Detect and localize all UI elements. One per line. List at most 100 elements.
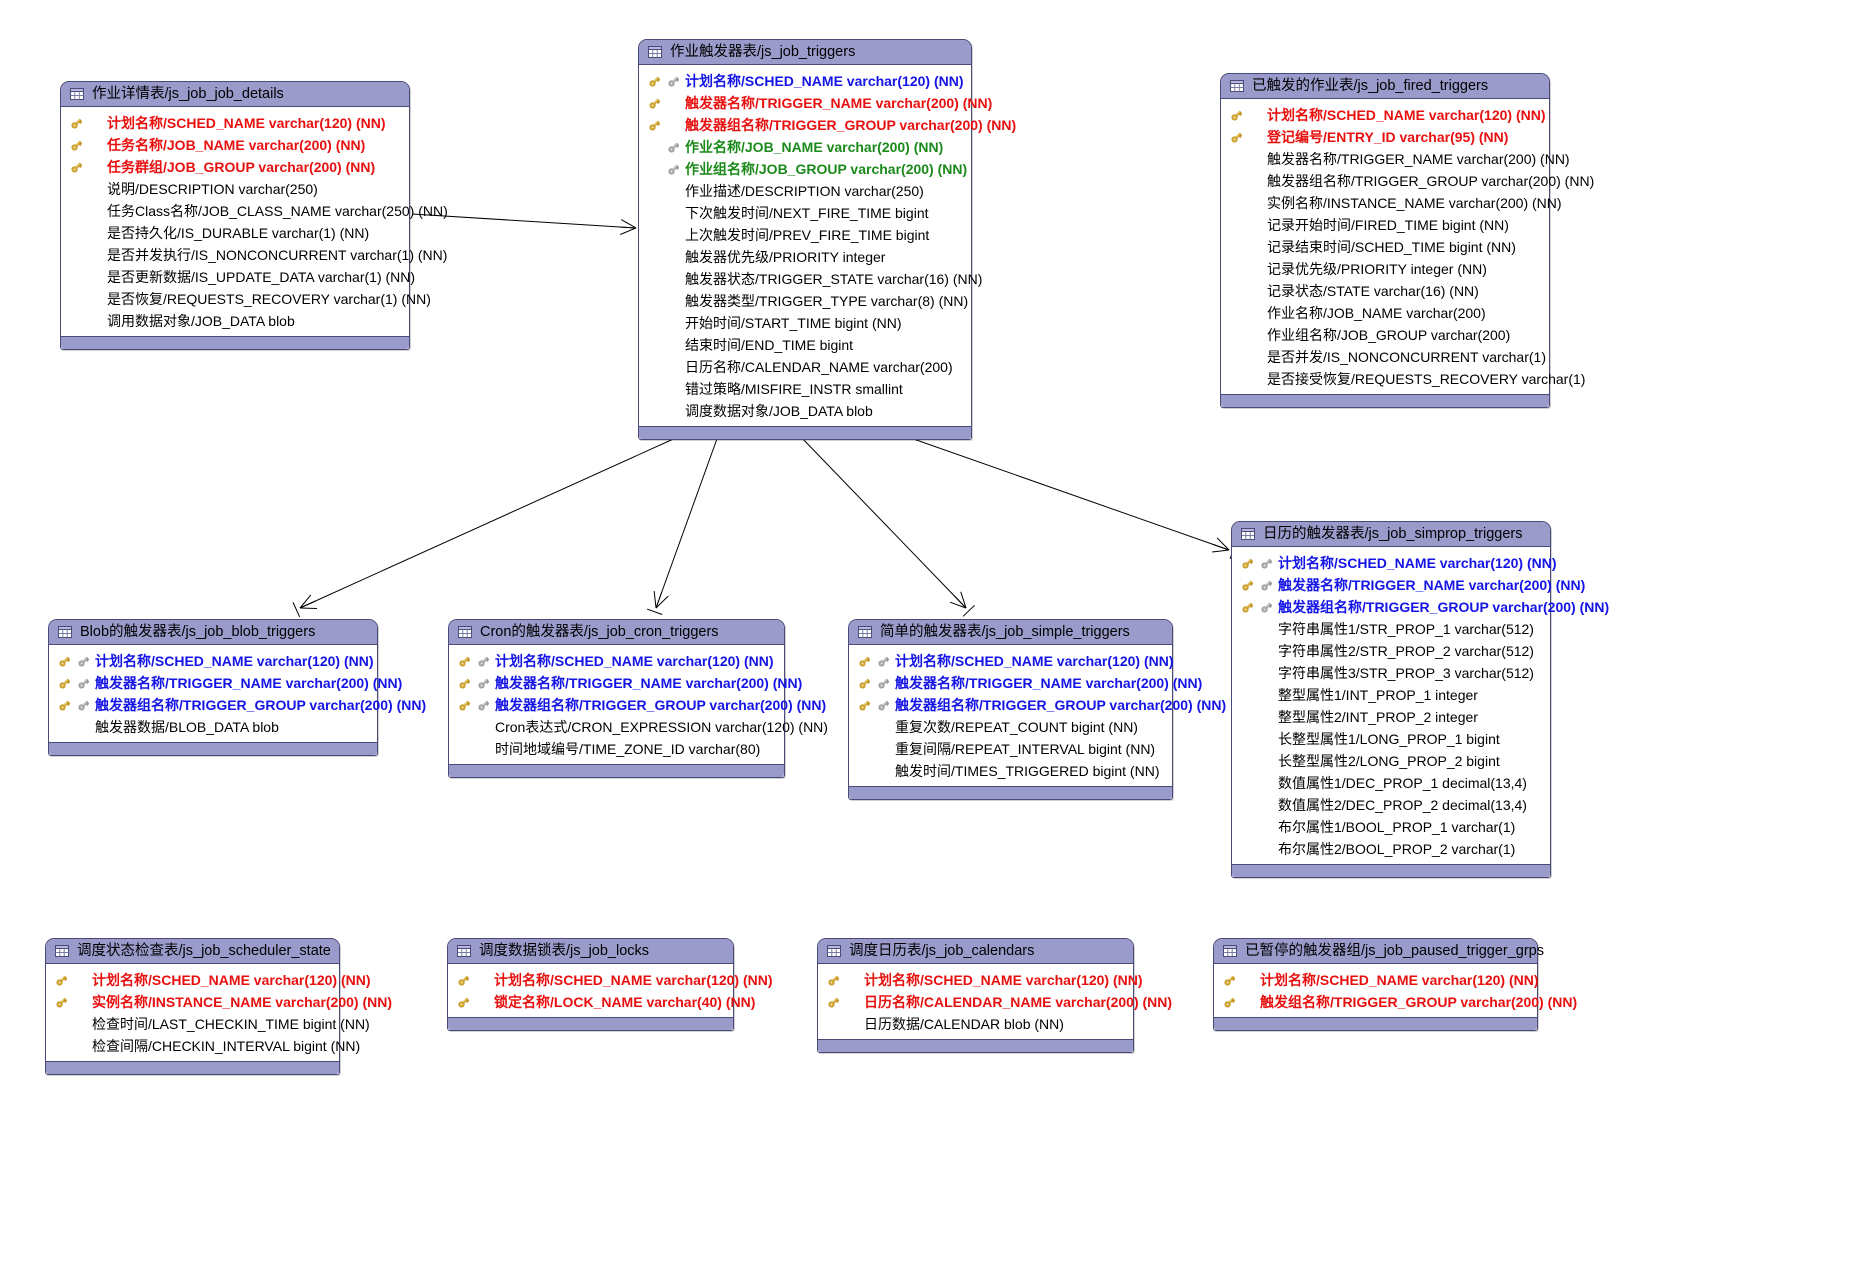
entity-header-locks[interactable]: 调度数据锁表/js_job_locks <box>448 939 733 964</box>
entity-header-scheduler_state[interactable]: 调度状态检查表/js_job_scheduler_state <box>46 939 339 964</box>
field-row[interactable]: 计划名称/SCHED_NAME varchar(120) (NN) <box>454 969 773 991</box>
field-row[interactable]: 触发器组名称/TRIGGER_GROUP varchar(200) (NN) <box>645 114 1016 136</box>
field-row[interactable]: 日历数据/CALENDAR blob (NN) <box>824 1013 1125 1035</box>
field-row[interactable]: 是否更新数据/IS_UPDATE_DATA varchar(1) (NN) <box>67 266 415 288</box>
field-row[interactable]: 作业描述/DESCRIPTION varchar(250) <box>645 180 963 202</box>
entity-header-cron_triggers[interactable]: Cron的触发器表/js_job_cron_triggers <box>449 620 784 645</box>
field-row[interactable]: 上次触发时间/PREV_FIRE_TIME bigint <box>645 224 963 246</box>
field-row[interactable]: 触发器名称/TRIGGER_NAME varchar(200) (NN) <box>55 672 402 694</box>
field-row[interactable]: 作业组名称/JOB_GROUP varchar(200) (NN) <box>645 158 967 180</box>
field-row[interactable]: 布尔属性1/BOOL_PROP_1 varchar(1) <box>1238 816 1542 838</box>
field-row[interactable]: 触发器组名称/TRIGGER_GROUP varchar(200) (NN) <box>55 694 426 716</box>
field-row[interactable]: 结束时间/END_TIME bigint <box>645 334 963 356</box>
entity-locks[interactable]: 调度数据锁表/js_job_locks 计划名称/SCHED_NAME varch… <box>447 938 773 1031</box>
field-row[interactable]: 日历名称/CALENDAR_NAME varchar(200) <box>645 356 963 378</box>
entity-simprop_triggers[interactable]: 日历的触发器表/js_job_simprop_triggers 计划名称/SCHE… <box>1231 521 1609 878</box>
field-row[interactable]: 计划名称/SCHED_NAME varchar(120) (NN) <box>855 650 1174 672</box>
field-row[interactable]: 开始时间/START_TIME bigint (NN) <box>645 312 963 334</box>
entity-job_triggers[interactable]: 作业触发器表/js_job_triggers 计划名称/SCHED_NAME va… <box>638 39 1016 440</box>
field-row[interactable]: 计划名称/SCHED_NAME varchar(120) (NN) <box>55 650 374 672</box>
field-row[interactable]: 计划名称/SCHED_NAME varchar(120) (NN) <box>1238 552 1557 574</box>
field-row[interactable]: 字符串属性1/STR_PROP_1 varchar(512) <box>1238 618 1542 640</box>
entity-header-paused_trigger_grps[interactable]: 已暂停的触发器组/js_job_paused_trigger_grps <box>1214 939 1544 964</box>
field-row[interactable]: 数值属性2/DEC_PROP_2 decimal(13,4) <box>1238 794 1542 816</box>
entity-paused_trigger_grps[interactable]: 已暂停的触发器组/js_job_paused_trigger_grps 计划名称/… <box>1213 938 1577 1031</box>
field-row[interactable]: 触发器数据/BLOB_DATA blob <box>55 716 369 738</box>
field-row[interactable]: 触发器名称/TRIGGER_NAME varchar(200) (NN) <box>645 92 992 114</box>
field-row[interactable]: 错过策略/MISFIRE_INSTR smallint <box>645 378 963 400</box>
field-row[interactable]: 数值属性1/DEC_PROP_1 decimal(13,4) <box>1238 772 1542 794</box>
entity-simple_triggers[interactable]: 简单的触发器表/js_job_simple_triggers 计划名称/SCHED… <box>848 619 1226 800</box>
field-row[interactable]: 任务群组/JOB_GROUP varchar(200) (NN) <box>67 156 401 178</box>
field-row[interactable]: 计划名称/SCHED_NAME varchar(120) (NN) <box>52 969 371 991</box>
entity-header-simple_triggers[interactable]: 简单的触发器表/js_job_simple_triggers <box>849 620 1172 645</box>
field-row[interactable]: 计划名称/SCHED_NAME varchar(120) (NN) <box>455 650 776 672</box>
field-row[interactable]: 重复次数/REPEAT_COUNT bigint (NN) <box>855 716 1164 738</box>
field-row[interactable]: 日历名称/CALENDAR_NAME varchar(200) (NN) <box>824 991 1172 1013</box>
field-row[interactable]: 触发组名称/TRIGGER_GROUP varchar(200) (NN) <box>1220 991 1577 1013</box>
field-row[interactable]: 重复间隔/REPEAT_INTERVAL bigint (NN) <box>855 738 1164 760</box>
field-row[interactable]: 布尔属性2/BOOL_PROP_2 varchar(1) <box>1238 838 1542 860</box>
field-row[interactable]: 记录优先级/PRIORITY integer (NN) <box>1227 258 1541 280</box>
field-row[interactable]: 计划名称/SCHED_NAME varchar(120) (NN) <box>67 112 401 134</box>
field-row[interactable]: 是否接受恢复/REQUESTS_RECOVERY varchar(1) <box>1227 368 1585 390</box>
field-row[interactable]: 字符串属性3/STR_PROP_3 varchar(512) <box>1238 662 1542 684</box>
entity-fired_triggers[interactable]: 已触发的作业表/js_job_fired_triggers 计划名称/SCHED_… <box>1220 73 1594 408</box>
entity-header-job_triggers[interactable]: 作业触发器表/js_job_triggers <box>639 40 971 65</box>
field-row[interactable]: 作业名称/JOB_NAME varchar(200) (NN) <box>645 136 963 158</box>
field-row[interactable]: 触发器类型/TRIGGER_TYPE varchar(8) (NN) <box>645 290 968 312</box>
field-row[interactable]: 触发器名称/TRIGGER_NAME varchar(200) (NN) <box>1238 574 1585 596</box>
field-row[interactable]: 字符串属性2/STR_PROP_2 varchar(512) <box>1238 640 1542 662</box>
entity-scheduler_state[interactable]: 调度状态检查表/js_job_scheduler_state 计划名称/SCHED… <box>45 938 392 1075</box>
field-row[interactable]: 触发时间/TIMES_TRIGGERED bigint (NN) <box>855 760 1164 782</box>
entity-calendars[interactable]: 调度日历表/js_job_calendars 计划名称/SCHED_NAME va… <box>817 938 1172 1053</box>
field-row[interactable]: 计划名称/SCHED_NAME varchar(120) (NN) <box>1220 969 1539 991</box>
entity-header-job_details[interactable]: 作业详情表/js_job_job_details <box>61 82 409 107</box>
entity-header-fired_triggers[interactable]: 已触发的作业表/js_job_fired_triggers <box>1221 74 1549 99</box>
field-row[interactable]: 触发器名称/TRIGGER_NAME varchar(200) (NN) <box>1227 148 1570 170</box>
field-row[interactable]: 作业名称/JOB_NAME varchar(200) <box>1227 302 1541 324</box>
field-row[interactable]: 长整型属性2/LONG_PROP_2 bigint <box>1238 750 1542 772</box>
field-row[interactable]: 计划名称/SCHED_NAME varchar(120) (NN) <box>1227 104 1546 126</box>
field-row[interactable]: 调用数据对象/JOB_DATA blob <box>67 310 401 332</box>
entity-header-calendars[interactable]: 调度日历表/js_job_calendars <box>818 939 1133 964</box>
field-row[interactable]: 是否持久化/IS_DURABLE varchar(1) (NN) <box>67 222 401 244</box>
field-row[interactable]: 实例名称/INSTANCE_NAME varchar(200) (NN) <box>1227 192 1562 214</box>
field-row[interactable]: 任务名称/JOB_NAME varchar(200) (NN) <box>67 134 401 156</box>
field-row[interactable]: 触发器组名称/TRIGGER_GROUP varchar(200) (NN) <box>855 694 1226 716</box>
field-row[interactable]: 整型属性1/INT_PROP_1 integer <box>1238 684 1542 706</box>
field-row[interactable]: 实例名称/INSTANCE_NAME varchar(200) (NN) <box>52 991 392 1013</box>
entity-cron_triggers[interactable]: Cron的触发器表/js_job_cron_triggers 计划名称/SCHED… <box>448 619 828 778</box>
field-row[interactable]: 长整型属性1/LONG_PROP_1 bigint <box>1238 728 1542 750</box>
field-row[interactable]: 记录状态/STATE varchar(16) (NN) <box>1227 280 1541 302</box>
field-row[interactable]: 任务Class名称/JOB_CLASS_NAME varchar(250) (N… <box>67 200 448 222</box>
field-row[interactable]: 触发器优先级/PRIORITY integer <box>645 246 963 268</box>
entity-header-blob_triggers[interactable]: Blob的触发器表/js_job_blob_triggers <box>49 620 377 645</box>
field-row[interactable]: 触发器组名称/TRIGGER_GROUP varchar(200) (NN) <box>455 694 826 716</box>
field-row[interactable]: 下次触发时间/NEXT_FIRE_TIME bigint <box>645 202 963 224</box>
field-row[interactable]: 说明/DESCRIPTION varchar(250) <box>67 178 401 200</box>
field-row[interactable]: 检查间隔/CHECKIN_INTERVAL bigint (NN) <box>52 1035 360 1057</box>
field-row[interactable]: 触发器名称/TRIGGER_NAME varchar(200) (NN) <box>855 672 1202 694</box>
field-row[interactable]: 触发器状态/TRIGGER_STATE varchar(16) (NN) <box>645 268 982 290</box>
entity-blob_triggers[interactable]: Blob的触发器表/js_job_blob_triggers 计划名称/SCHED… <box>48 619 426 756</box>
field-row[interactable]: 触发器名称/TRIGGER_NAME varchar(200) (NN) <box>455 672 802 694</box>
field-row[interactable]: 记录结束时间/SCHED_TIME bigint (NN) <box>1227 236 1541 258</box>
entity-header-simprop_triggers[interactable]: 日历的触发器表/js_job_simprop_triggers <box>1232 522 1550 547</box>
field-row[interactable]: 记录开始时间/FIRED_TIME bigint (NN) <box>1227 214 1541 236</box>
field-row[interactable]: 是否恢复/REQUESTS_RECOVERY varchar(1) (NN) <box>67 288 431 310</box>
field-row[interactable]: Cron表达式/CRON_EXPRESSION varchar(120) (NN… <box>455 716 828 738</box>
field-row[interactable]: 整型属性2/INT_PROP_2 integer <box>1238 706 1542 728</box>
field-row[interactable]: 计划名称/SCHED_NAME varchar(120) (NN) <box>645 70 964 92</box>
field-row[interactable]: 触发器组名称/TRIGGER_GROUP varchar(200) (NN) <box>1227 170 1594 192</box>
field-row[interactable]: 计划名称/SCHED_NAME varchar(120) (NN) <box>824 969 1143 991</box>
field-row[interactable]: 时间地域编号/TIME_ZONE_ID varchar(80) <box>455 738 776 760</box>
field-row[interactable]: 作业组名称/JOB_GROUP varchar(200) <box>1227 324 1541 346</box>
field-row[interactable]: 调度数据对象/JOB_DATA blob <box>645 400 963 422</box>
field-row[interactable]: 检查时间/LAST_CHECKIN_TIME bigint (NN) <box>52 1013 370 1035</box>
field-row[interactable]: 是否并发执行/IS_NONCONCURRENT varchar(1) (NN) <box>67 244 447 266</box>
field-row[interactable]: 登记编号/ENTRY_ID varchar(95) (NN) <box>1227 126 1541 148</box>
field-row[interactable]: 锁定名称/LOCK_NAME varchar(40) (NN) <box>454 991 755 1013</box>
field-row[interactable]: 触发器组名称/TRIGGER_GROUP varchar(200) (NN) <box>1238 596 1609 618</box>
field-row[interactable]: 是否并发/IS_NONCONCURRENT varchar(1) <box>1227 346 1546 368</box>
